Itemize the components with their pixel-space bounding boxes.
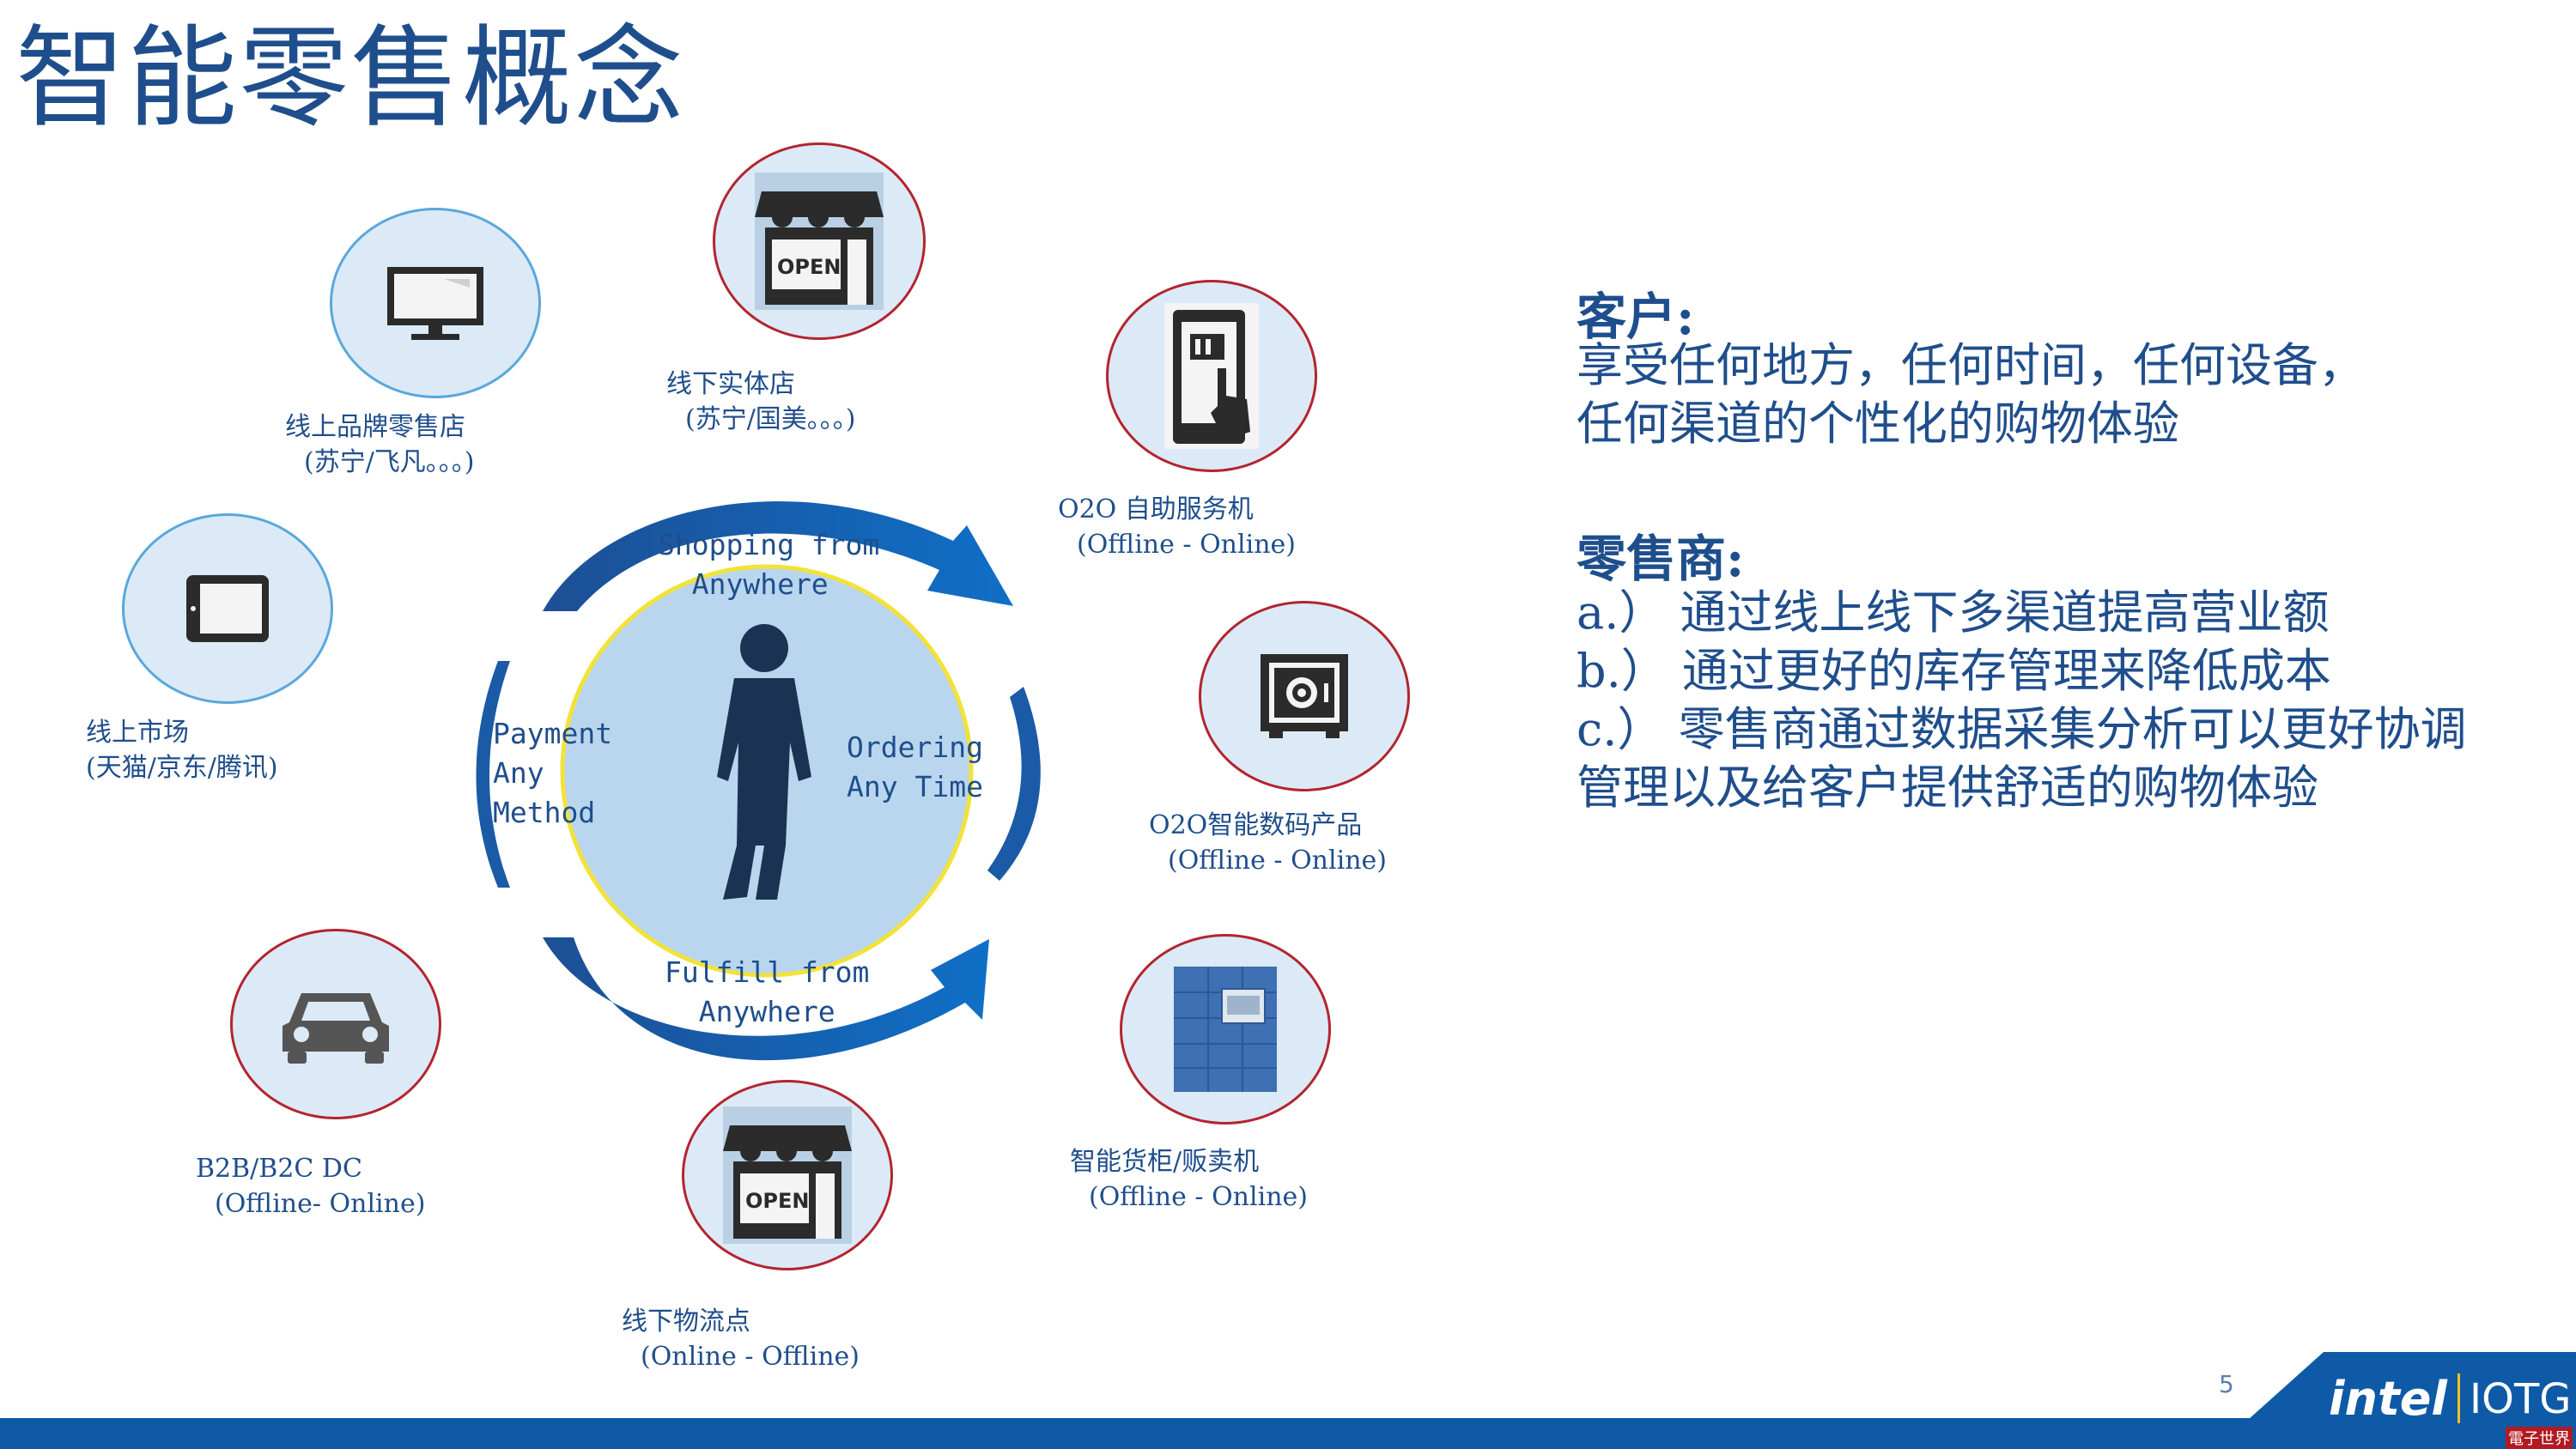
channel-label-smart-locker: 智能货柜/贩卖机(Offline - Online) <box>1070 1147 1308 1212</box>
svg-text:OPEN: OPEN <box>745 1189 809 1213</box>
locker-icon <box>1174 967 1277 1092</box>
channel-label-online-brand-store: 线上品牌零售店(苏宁/飞凡。。。) <box>285 412 475 477</box>
shop-open-icon: OPEN <box>723 1106 852 1244</box>
monitor-icon <box>387 267 483 340</box>
logo-divider <box>2458 1373 2460 1423</box>
page-number: 5 <box>2219 1370 2234 1398</box>
cycle-label-ordering: Ordering Any Time <box>847 731 983 804</box>
svg-text:OPEN: OPEN <box>777 255 841 279</box>
channel-label-b2b-b2c-dc: B2B/B2C DC(Offline- Online) <box>196 1154 426 1219</box>
safe-icon <box>1261 654 1348 738</box>
person-silhouette-icon <box>717 624 811 900</box>
shop-open-icon: OPEN <box>755 173 884 310</box>
channel-label-offline-logistics: 线下物流点(Online - Offline) <box>622 1307 860 1372</box>
slide-title: 智能零售概念 <box>15 15 686 142</box>
channel-online-marketplace <box>122 513 333 704</box>
customer-text: 享受任何地方，任何时间，任何设备， 任何渠道的个性化的购物体验 <box>1577 338 2365 451</box>
channel-label-o2o-kiosk: O2O 自助服务机(Offline - Online) <box>1058 494 1296 560</box>
kiosk-touch-icon <box>1164 303 1259 449</box>
right-arc <box>987 687 1041 881</box>
retailer-item-b: b.） 通过更好的库存管理来降低成本 <box>1577 644 2331 698</box>
channel-label-o2o-smart-digital: O2O智能数码产品(Offline - Online) <box>1149 810 1387 876</box>
channel-smart-locker <box>1120 934 1331 1125</box>
retailer-heading: 零售商: <box>1577 530 1745 588</box>
channel-o2o-kiosk <box>1106 280 1317 472</box>
channel-b2b-b2c-dc <box>230 929 441 1119</box>
cycle-label-shopping: Shopping from Anywhere <box>658 528 880 602</box>
watermark: 電子世界 <box>2506 1427 2573 1449</box>
car-icon <box>283 993 389 1064</box>
division-label: IOTG <box>2470 1375 2572 1423</box>
cycle-label-fulfill: Fulfill from Anywhere <box>665 955 870 1029</box>
channel-offline-store: OPEN <box>713 142 926 340</box>
footer-bar <box>0 1418 2576 1449</box>
bottom-arc-arrow <box>543 937 989 1061</box>
cycle-label-payment: Payment Any Method <box>493 717 613 830</box>
channel-online-brand-store <box>330 208 541 398</box>
cycle-diagram <box>476 501 1041 1061</box>
channel-label-online-marketplace: 线上市场(天猫/京东/腾讯) <box>86 718 278 783</box>
channel-offline-logistics: OPEN <box>682 1080 893 1270</box>
intel-logo: intel <box>2329 1372 2447 1426</box>
retailer-item-a: a.） 通过线上线下多渠道提高营业额 <box>1577 585 2330 640</box>
left-arc <box>476 661 510 888</box>
channel-o2o-smart-digital <box>1199 601 1410 791</box>
customer-heading: 客户: <box>1577 288 1695 346</box>
channel-label-offline-store: 线下实体店(苏宁/国美。。。) <box>666 369 856 434</box>
tablet-icon <box>186 575 269 642</box>
retailer-item-c: c.） 零售商通过数据采集分析可以更好协调 管理以及给客户提供舒适的购物体验 <box>1577 702 2467 815</box>
top-arc-arrow <box>543 501 1013 611</box>
